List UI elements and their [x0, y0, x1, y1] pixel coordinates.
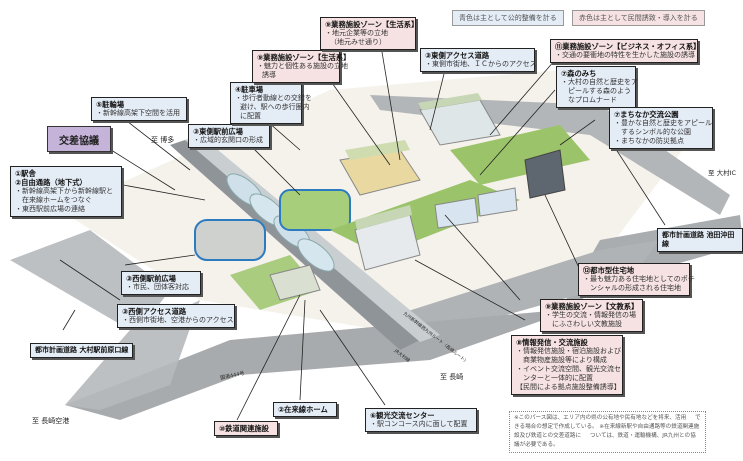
west-plaza — [194, 219, 266, 261]
callout-information-exchange-facility: ⑧情報発信・交流施設 ・情報発信施設・宿泊施設および 商業物産施設等により構成 … — [511, 335, 623, 395]
callout-title: ⑦まちなか交流公園 — [614, 110, 679, 119]
callout-east-access-road: ③東側アクセス道路 ・東側市街地、ＩＣからのアクセス — [420, 48, 537, 72]
road-box-line: 池田沖田線 — [662, 231, 735, 248]
callout-title: ⑫都市型住宅地 — [583, 266, 635, 275]
callout-tourist-exchange-center: ⑥観光交流センター ・駅コンコース内に面して配置 — [365, 408, 477, 432]
callout-bicycle-parking: ⑤駐輪場 ・新幹線高架下空間を活用 — [91, 97, 187, 121]
callout-title: ③東側アクセス道路 — [425, 51, 490, 60]
callout-line: ・魅力と個性ある施設の立地 — [257, 62, 348, 70]
callout-machinaka-park: ⑦まちなか交流公園 ・豊かな自然と歴史をアピール するシンボル的な公園 ・まちな… — [609, 107, 713, 149]
callout-title: ⑤駐輪場 — [96, 100, 125, 109]
callout-title: ⑦森のみち — [561, 69, 597, 78]
label-to-omura-ic: 至 大村IC — [708, 169, 737, 177]
footnote: ※このパース図は、エリア内の県の公有地や民有地などを将来、活用 できる場合の想定… — [509, 411, 706, 453]
callout-line: 在来線ホームをつなぐ — [22, 196, 92, 204]
callout-line: ・交通の要衝地の特性を生かした施設の誘導 — [555, 51, 695, 59]
callout-line: 【民間による拠点施設整備誘導】 — [516, 383, 621, 391]
callout-line: ・新幹線高架下空間を活用 — [96, 109, 180, 117]
callout-title: ⑥観光交流センター — [370, 411, 435, 420]
callout-line: ンシャルの形成される住宅地 — [590, 284, 681, 292]
callout-line: なプロムナード — [568, 96, 617, 104]
callout-parking: ④駐車場 ・歩行者動線との交錯を 避け、駅への歩行圏内 に配置 — [230, 82, 312, 124]
callout-railway-facility: ⑩鉄道関連施設 — [214, 421, 278, 436]
callout-line: 商業物産施設等により構成 — [523, 356, 607, 364]
callout-line: に配置 — [240, 112, 261, 120]
buildings — [269, 93, 566, 301]
callout-business-zone-education: ⑨業務施設ゾーン【文教系】 ・学生の交流・情報発信の場 にふさわしい文教施設 — [540, 299, 643, 332]
label-to-hakata: 至 博多 — [151, 136, 175, 144]
route-444 — [65, 300, 600, 420]
leader-lines — [59, 39, 666, 421]
callout-title: ③西側駅前広場 — [126, 274, 176, 283]
callout-title: ④駐車場 — [235, 85, 264, 94]
callout-line: ・駅コンコース内に面して配置 — [370, 420, 468, 428]
callout-line: ・新幹線高架下から新幹線駅と — [15, 187, 113, 195]
callout-title: ①駅舎 — [15, 169, 36, 178]
callout-west-station-plaza: ③西側駅前広場 ・市民、団体客対応 — [121, 271, 201, 295]
callout-line: ・最も魅力ある住宅地としてのポテ — [583, 275, 695, 283]
road-box-line: 都市計画道路 — [35, 346, 77, 354]
callout-title: ⑨業務施設ゾーン【生活系】 — [325, 20, 419, 29]
callout-title: ⑩鉄道関連施設 — [219, 424, 269, 433]
callout-urban-residential: ⑫都市型住宅地 ・最も魅力ある住宅地としてのポテ ンシャルの形成される住宅地 — [578, 263, 695, 296]
callout-title: ③東側駅前広場 — [193, 127, 243, 136]
callout-title: ⑧情報発信・交流施設 — [516, 338, 588, 347]
callout-station-building: ①駅舎 ②自由通路（地下式） ・新幹線高架下から新幹線駅と 在来線ホームをつなぐ… — [10, 166, 122, 217]
callout-business-zone-lifestyle-b: ⑨業務施設ゾーン【生活系】 ・地元企業等の立地 （地元みせ通り） — [320, 17, 419, 50]
callout-west-access-road: ③西側アクセス道路 ・西側市街地、空港からのアクセス — [117, 304, 235, 328]
legend-public: 青色は主として公的整備を計る — [452, 10, 564, 26]
callout-line: ・広域的玄関口の形成 — [193, 136, 263, 144]
callout-line: ・豊かな自然と歴史をアピール — [614, 119, 712, 127]
road-box-line: 都市計画道路 — [662, 231, 704, 239]
callout-line: するシンボル的な公園 — [621, 128, 691, 136]
legend-private: 赤色は主として民間誘致・導入を計る — [572, 10, 705, 26]
callout-east-station-plaza: ③東側駅前広場 ・広域的玄関口の形成 — [188, 124, 270, 148]
callout-line: ・東西駅前広場の連絡 — [15, 205, 85, 213]
west-road — [10, 230, 200, 410]
road-box-omura-ekimae: 都市計画道路 大村駅前原口線 — [30, 343, 134, 358]
road-box-ikeda-okita: 都市計画道路 池田沖田線 — [657, 228, 743, 252]
callout-line: ・西側市街地、空港からのアクセス — [122, 316, 234, 324]
callout-line: ・情報発信施設・宿泊施設および — [516, 347, 621, 355]
callout-line: ・市民、団体客対応 — [126, 283, 189, 291]
callout-line: ・学生の交流・情報発信の場 — [545, 311, 636, 319]
crossing-consultation-label: 交差協議 — [47, 126, 111, 152]
callout-line: ・大村の自然と歴史をア — [561, 78, 638, 86]
callout-forest-path: ⑦森のみち ・大村の自然と歴史をア ピールする森のよう なプロムナード — [556, 66, 638, 108]
callout-business-zone-office: ⑪業務施設ゾーン【ビジネス・オフィス系】 ・交通の要衝地の特性を生かした施設の誘… — [550, 39, 701, 63]
east-plaza — [279, 189, 351, 231]
footnote-line: ※このパース図は、エリア内の県の公有地や民有地などを将来、活用 — [514, 415, 687, 421]
callout-line: 誘導 — [262, 71, 276, 79]
machinaka-park — [450, 125, 590, 185]
callout-business-zone-lifestyle-a: ⑨業務施設ゾーン【生活系】 ・魅力と個性ある施設の立地 誘導 — [252, 50, 351, 83]
callout-title: ⑪業務施設ゾーン【ビジネス・オフィス系】 — [555, 42, 701, 51]
road-box-line: 大村駅前原口線 — [79, 346, 129, 354]
callout-line: ・東側市街地、ＩＣからのアクセス — [425, 60, 537, 68]
label-to-nagasaki: 至 長崎 — [440, 373, 464, 381]
callout-title: ⑨業務施設ゾーン【生活系】 — [257, 53, 351, 62]
callout-title: ⑨業務施設ゾーン【文教系】 — [545, 302, 639, 311]
callout-line: 避け、駅への歩行圏内 — [240, 103, 310, 111]
callout-line: ピールする森のよう — [568, 87, 631, 95]
callout-title: ②在来線ホーム — [278, 405, 328, 414]
callout-title: ②自由通路（地下式） — [15, 178, 87, 187]
footnote-line: ついては、鉄道・運輸機構、JR九州との協議が必要である。 — [514, 433, 696, 448]
callout-line: ・イベント交流空間、観光交流セ — [516, 365, 621, 373]
callout-line: （地元みせ通り） — [330, 38, 386, 46]
callout-line: ンターと一体的に配置 — [523, 374, 593, 382]
callout-title: ③西側アクセス道路 — [122, 307, 187, 316]
label-to-nagasaki-airport: 至 長崎空港 — [32, 417, 70, 425]
footnote-line: できる場合の想定で作成している。 — [514, 415, 701, 430]
callout-line: ・歩行者動線との交錯を — [235, 94, 312, 102]
east-road — [370, 95, 730, 215]
footnote-line: ※在来線新駅や自由通路等の鉄道関連施設及び鉄道との交差道路に — [514, 424, 700, 439]
callout-conventional-line-platform: ②在来線ホーム — [273, 402, 337, 417]
callout-line: ・地元企業等の立地 — [325, 29, 388, 37]
callout-line: にふさわしい文教施設 — [552, 320, 622, 328]
callout-line: ・まちなかの防災拠点 — [614, 137, 684, 145]
